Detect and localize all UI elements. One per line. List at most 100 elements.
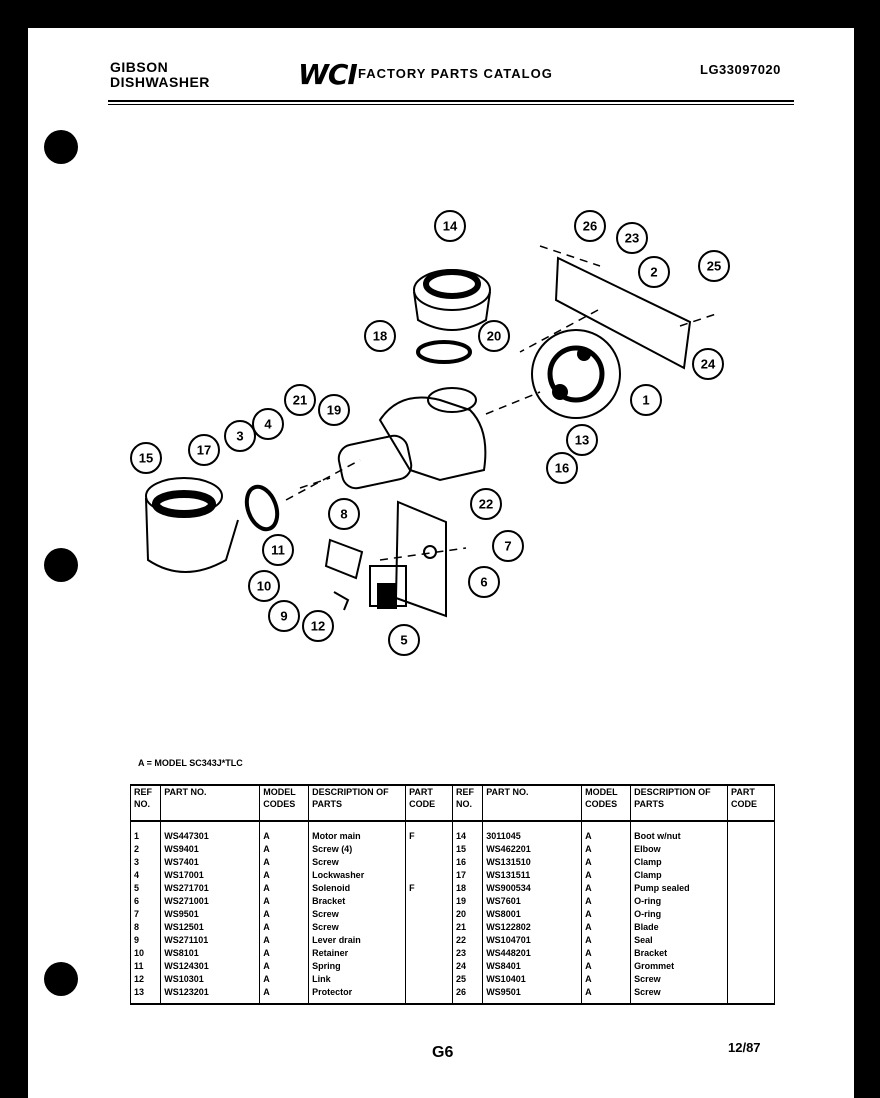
cell-part: WS12501: [160, 921, 261, 934]
svg-text:17: 17: [197, 443, 211, 458]
callout-10: 10: [248, 570, 280, 602]
cell-ref: 17: [451, 869, 484, 882]
svg-text:2: 2: [650, 265, 657, 280]
cell-desc: Spring: [308, 960, 407, 973]
cell-code: [727, 921, 775, 934]
cell-code: [727, 843, 775, 856]
svg-text:1: 1: [642, 393, 649, 408]
callout-23: 23: [616, 222, 648, 254]
cell-code: [727, 821, 775, 843]
cell-part: WS7401: [160, 856, 261, 869]
cell-code: [727, 908, 775, 921]
cell-desc: Screw: [630, 986, 729, 1005]
callout-24: 24: [692, 348, 724, 380]
header-model: MODEL CODES: [259, 784, 310, 822]
cell-part: WS271101: [160, 934, 261, 947]
callout-13: 13: [566, 424, 598, 456]
cell-code: [405, 843, 453, 856]
punch-hole: [44, 962, 78, 996]
cell-desc: Seal: [630, 934, 729, 947]
cell-model: A: [581, 908, 632, 921]
cell-code: [405, 856, 453, 869]
cell-model: A: [581, 934, 632, 947]
svg-text:21: 21: [293, 393, 307, 408]
callout-4: 4: [252, 408, 284, 440]
cell-desc: Screw: [308, 856, 407, 869]
clamp-part: [416, 340, 472, 364]
svg-text:20: 20: [487, 329, 501, 344]
cell-code: [727, 986, 775, 1005]
exploded-parts-diagram: 14 26 23 25 2 18 20 24 1 21 19 3 4 13 15…: [130, 210, 730, 656]
punch-hole: [44, 548, 78, 582]
svg-text:23: 23: [625, 231, 639, 246]
svg-text:9: 9: [280, 609, 287, 624]
motor-part: [531, 329, 621, 419]
cell-desc: Lever drain: [308, 934, 407, 947]
cell-code: [727, 869, 775, 882]
cell-code: [405, 921, 453, 934]
model-note: A = MODEL SC343J*TLC: [138, 758, 243, 768]
cell-model: A: [259, 921, 310, 934]
cell-part: WS131511: [482, 869, 583, 882]
callout-1: 1: [630, 384, 662, 416]
cell-model: A: [259, 986, 310, 1005]
callout-19: 19: [318, 394, 350, 426]
svg-text:13: 13: [575, 433, 589, 448]
svg-text:6: 6: [480, 575, 487, 590]
cell-ref: 26: [451, 986, 484, 1005]
cell-part: WS7601: [482, 895, 583, 908]
cell-model: A: [259, 821, 310, 843]
brand-name: GIBSON: [110, 59, 169, 75]
cell-part: WS447301: [160, 821, 261, 843]
callout-22: 22: [470, 488, 502, 520]
bracket-6: [394, 500, 447, 618]
cell-desc: Bracket: [308, 895, 407, 908]
callout-21: 21: [284, 384, 316, 416]
cell-part: WS131510: [482, 856, 583, 869]
cell-model: A: [259, 895, 310, 908]
header-ref: REF NO.: [129, 784, 162, 822]
cell-part: WS9501: [160, 908, 261, 921]
header-model: MODEL CODES: [581, 784, 632, 822]
cell-code: F: [405, 882, 453, 895]
cell-part: WS10401: [482, 973, 583, 986]
svg-text:10: 10: [257, 579, 271, 594]
cell-part: WS123201: [160, 986, 261, 1005]
brand-block: GIBSON DISHWASHER: [110, 60, 210, 90]
cell-model: A: [581, 843, 632, 856]
catalog-date: 12/87: [728, 1040, 761, 1055]
cell-desc: Lockwasher: [308, 869, 407, 882]
cell-model: A: [581, 869, 632, 882]
cell-ref: 22: [451, 934, 484, 947]
cell-code: [405, 960, 453, 973]
cell-code: [727, 947, 775, 960]
cell-model: A: [259, 908, 310, 921]
cell-desc: Motor main: [308, 821, 407, 843]
cell-ref: 5: [129, 882, 162, 895]
cell-ref: 20: [451, 908, 484, 921]
cell-ref: 16: [451, 856, 484, 869]
cell-ref: 1: [129, 821, 162, 843]
svg-text:11: 11: [271, 543, 285, 558]
svg-text:22: 22: [479, 497, 493, 512]
cell-desc: Clamp: [630, 869, 729, 882]
cell-desc: Retainer: [308, 947, 407, 960]
cell-code: F: [405, 821, 453, 843]
cell-model: A: [259, 947, 310, 960]
cell-model: A: [581, 973, 632, 986]
cell-part: WS104701: [482, 934, 583, 947]
cell-desc: Solenoid: [308, 882, 407, 895]
cell-desc: Pump sealed: [630, 882, 729, 895]
callout-7: 7: [492, 530, 524, 562]
cell-desc: Bracket: [630, 947, 729, 960]
cell-model: A: [581, 947, 632, 960]
cell-model: A: [259, 843, 310, 856]
cell-desc: Boot w/nut: [630, 821, 729, 843]
